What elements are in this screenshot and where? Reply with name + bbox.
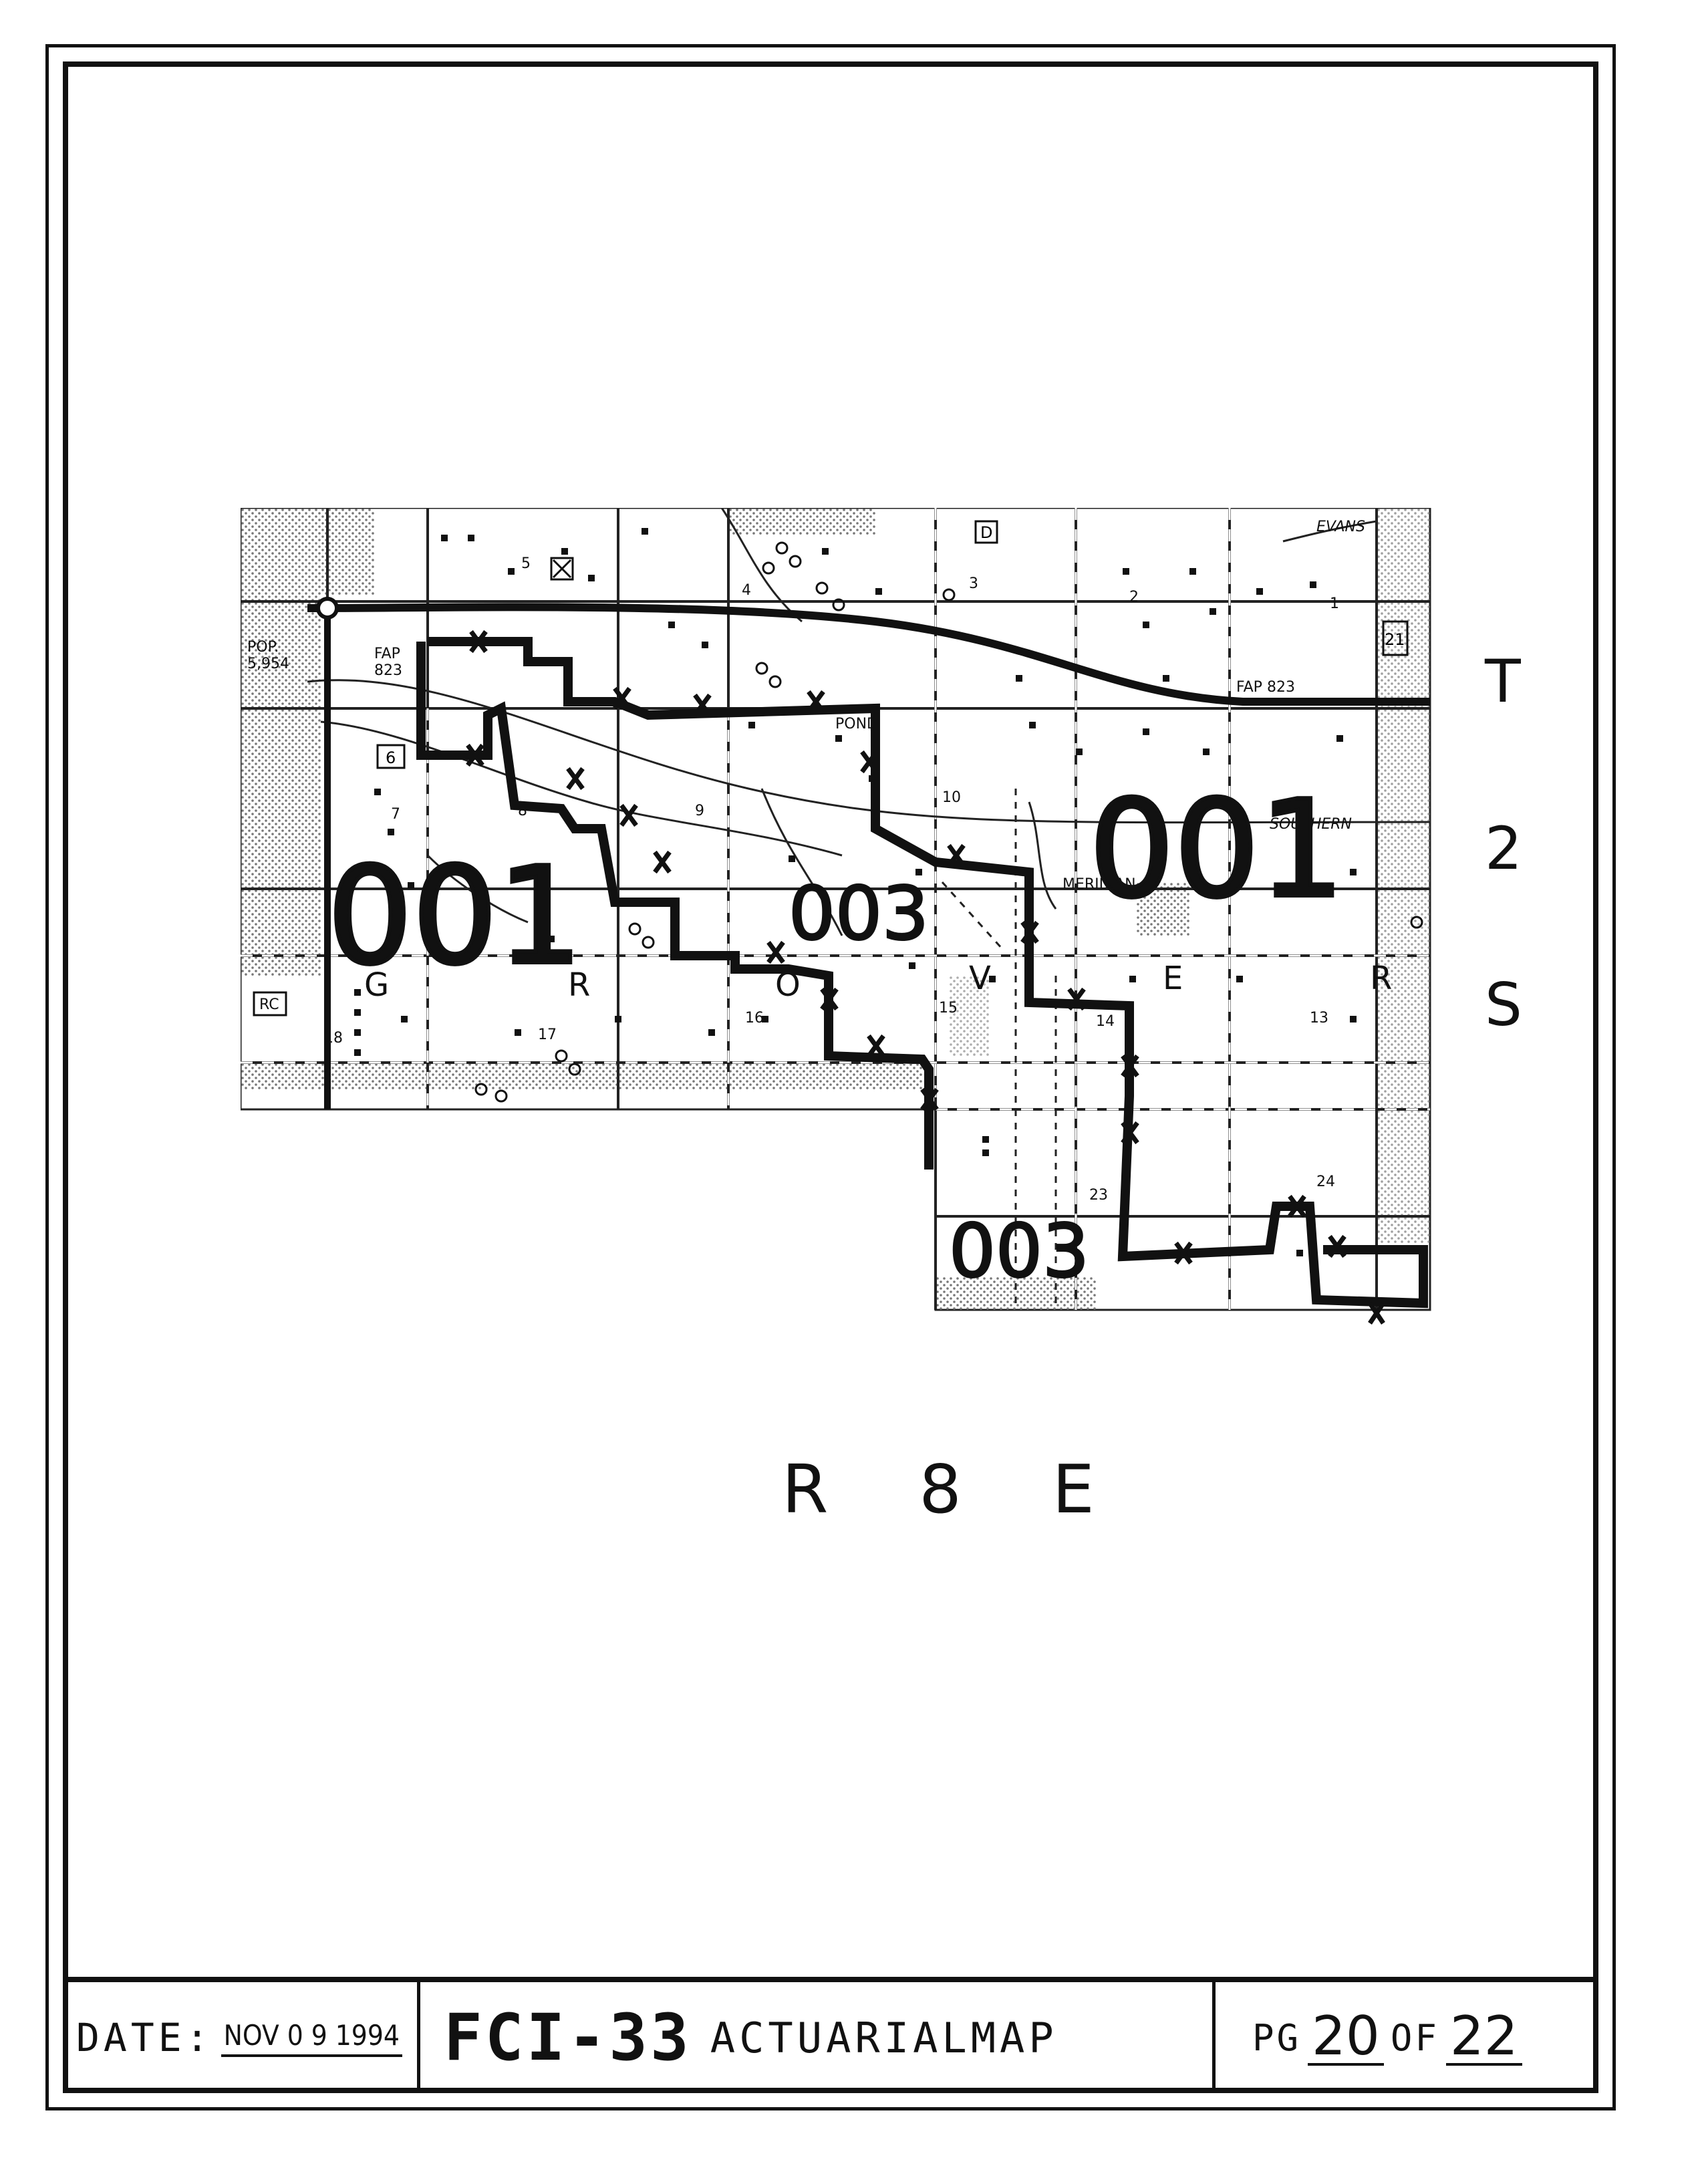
form-title: ACTUARIALMAP bbox=[710, 2013, 1058, 2062]
township-s-label: S bbox=[1485, 970, 1522, 1039]
section-number: 15 bbox=[939, 1000, 958, 1016]
map-label-evans: EVANS bbox=[1316, 519, 1365, 535]
section-number: 1 bbox=[1330, 595, 1339, 612]
title-block-divider bbox=[417, 1982, 420, 2093]
outer-border bbox=[45, 44, 1616, 2110]
map-label-fap: FAP bbox=[374, 646, 400, 662]
township-letter: G bbox=[364, 966, 389, 1004]
boundary-x-marks bbox=[466, 630, 1385, 1325]
section-number: 13 bbox=[1310, 1010, 1328, 1027]
zone-label-003-center: 003 bbox=[789, 871, 929, 956]
page-total: 22 bbox=[1445, 2010, 1522, 2066]
section-number: 2 bbox=[1129, 589, 1139, 605]
section-number: 3 bbox=[969, 575, 978, 592]
section-number: 18 bbox=[324, 1030, 343, 1047]
section-number: 14 bbox=[1096, 1013, 1115, 1030]
title-block-divider bbox=[1212, 1982, 1216, 2093]
highway-fap-823 bbox=[307, 603, 1430, 706]
map-label-fap-number: 823 bbox=[374, 662, 402, 679]
page-cell: PG 20 OF 22 bbox=[1252, 1982, 1586, 2093]
date-cell: DATE: NOV 0 9 1994 bbox=[76, 1982, 470, 2093]
route-shield-d: D bbox=[980, 523, 992, 542]
map-label-pop-count: 5,954 bbox=[247, 656, 289, 672]
building-markers bbox=[354, 528, 1357, 1256]
route-shield-6: 6 bbox=[386, 748, 396, 767]
section-number: 9 bbox=[695, 803, 704, 819]
section-number: 5 bbox=[521, 555, 531, 572]
date-value: NOV 0 9 1994 bbox=[221, 2019, 402, 2057]
section-number: 17 bbox=[538, 1027, 557, 1043]
zone-label-001-east: 001 bbox=[1089, 772, 1344, 928]
map-label-southern: SOUTHERN bbox=[1270, 816, 1352, 833]
section-number: 24 bbox=[1316, 1174, 1335, 1190]
zone-boundary-line bbox=[416, 637, 1428, 1309]
section-number: 7 bbox=[391, 806, 400, 823]
actuarial-map: POP. 5,954 FAP 823 FAP 823 EVANS SOUTHER… bbox=[241, 508, 1431, 1325]
section-number: 23 bbox=[1089, 1187, 1108, 1204]
date-label: DATE: bbox=[76, 2015, 213, 2060]
township-letter: R bbox=[1370, 960, 1392, 997]
section-number: 4 bbox=[742, 582, 751, 599]
town-stipple bbox=[241, 508, 321, 976]
map-label-rc: RC bbox=[259, 996, 279, 1013]
section-number: 16 bbox=[745, 1010, 764, 1027]
zone-label-003-south: 003 bbox=[949, 1208, 1089, 1294]
streams-and-railroad bbox=[307, 508, 1431, 936]
map-label-meridian: MERIDIAN bbox=[1062, 876, 1136, 893]
page-number: 20 bbox=[1308, 2010, 1384, 2066]
township-letter: R bbox=[568, 966, 590, 1004]
page-of-label: OF bbox=[1390, 2016, 1439, 2059]
township-letter: E bbox=[1163, 960, 1183, 997]
range-label: R 8 E bbox=[782, 1450, 1129, 1528]
section-number: 10 bbox=[942, 789, 961, 806]
map-label-fap-823: FAP 823 bbox=[1236, 679, 1295, 696]
page-label: PG bbox=[1252, 2016, 1302, 2059]
form-title-cell: FCI-33 ACTUARIALMAP bbox=[444, 1982, 1246, 2093]
township-number-label: 2 bbox=[1485, 814, 1522, 883]
title-block: DATE: NOV 0 9 1994 FCI-33 ACTUARIALMAP P… bbox=[63, 1977, 1598, 2093]
route-shield-21: 21 bbox=[1385, 630, 1405, 649]
zone-label-001-west: 001 bbox=[327, 839, 583, 994]
township-t-label: T bbox=[1485, 647, 1521, 716]
map-label-pop: POP. bbox=[247, 639, 279, 656]
form-id: FCI-33 bbox=[444, 2000, 692, 2075]
township-letter: V bbox=[969, 960, 991, 997]
inner-border bbox=[63, 61, 1598, 2093]
